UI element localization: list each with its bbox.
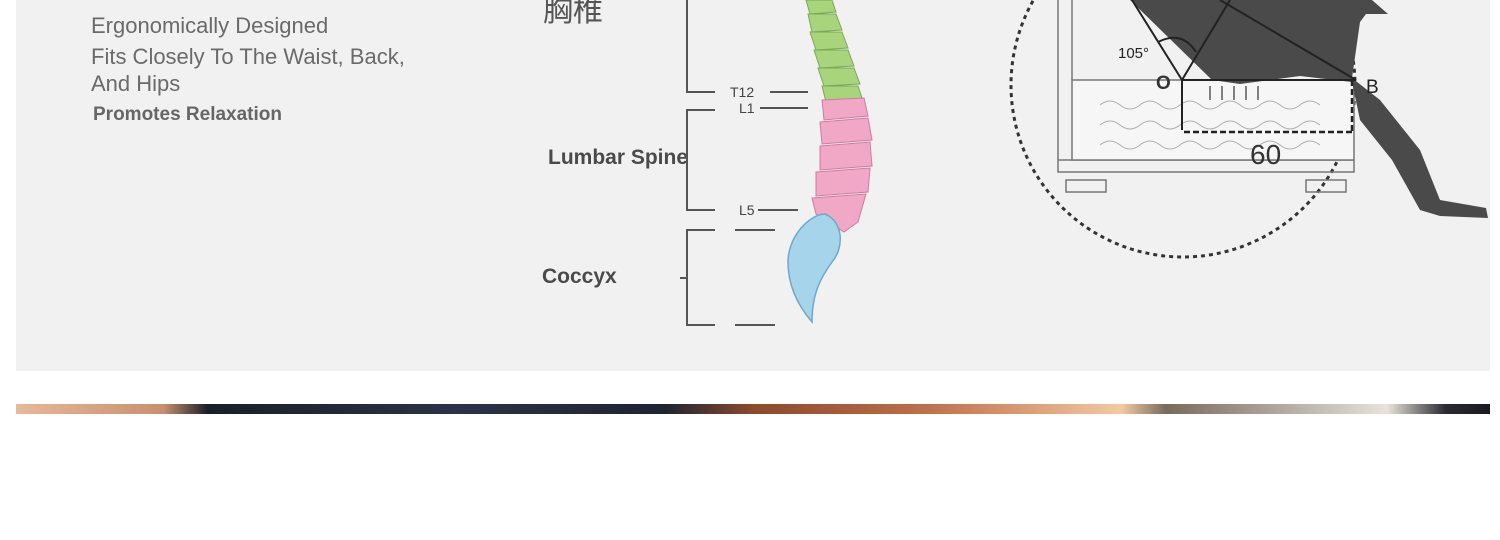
depth-value-label: 60 bbox=[1250, 139, 1281, 170]
spine-diagram: T12 L1 L5 bbox=[680, 0, 873, 326]
feature-relaxation: Promotes Relaxation bbox=[93, 104, 282, 125]
person-silhouette bbox=[1130, 0, 1488, 218]
feature-fits-closely: Fits Closely To The Waist, Back, And Hip… bbox=[91, 44, 405, 96]
point-o-label: O bbox=[1156, 73, 1171, 94]
thoracic-vertebrae bbox=[805, 0, 863, 103]
thoracic-label: 胸椎 bbox=[543, 0, 603, 29]
chair-frame bbox=[1057, 0, 1355, 193]
feature-ergonomic: Ergonomically Designed bbox=[91, 13, 329, 38]
spring-coils bbox=[1099, 100, 1321, 150]
photo-banner-strip bbox=[16, 404, 1490, 414]
spine-brackets bbox=[680, 0, 808, 326]
marker-t12: T12 bbox=[730, 84, 754, 100]
depth-measure bbox=[1184, 80, 1354, 134]
point-b-label: B bbox=[1366, 77, 1379, 98]
marker-l5: L5 bbox=[739, 202, 755, 218]
pressure-arrows bbox=[1209, 86, 1259, 100]
marker-l1: L1 bbox=[739, 100, 755, 116]
coccyx-bone bbox=[787, 213, 842, 325]
lumbar-vertebrae bbox=[811, 97, 873, 233]
angle-label: 105° bbox=[1118, 45, 1149, 62]
lumbar-spine-label: Lumbar Spine bbox=[548, 146, 689, 169]
blank-area bbox=[0, 414, 1500, 540]
angle-lines bbox=[1131, 0, 1357, 130]
coccyx-label: Coccyx bbox=[542, 265, 617, 288]
chair-diagram: 105° O B 60 bbox=[1009, 0, 1488, 259]
